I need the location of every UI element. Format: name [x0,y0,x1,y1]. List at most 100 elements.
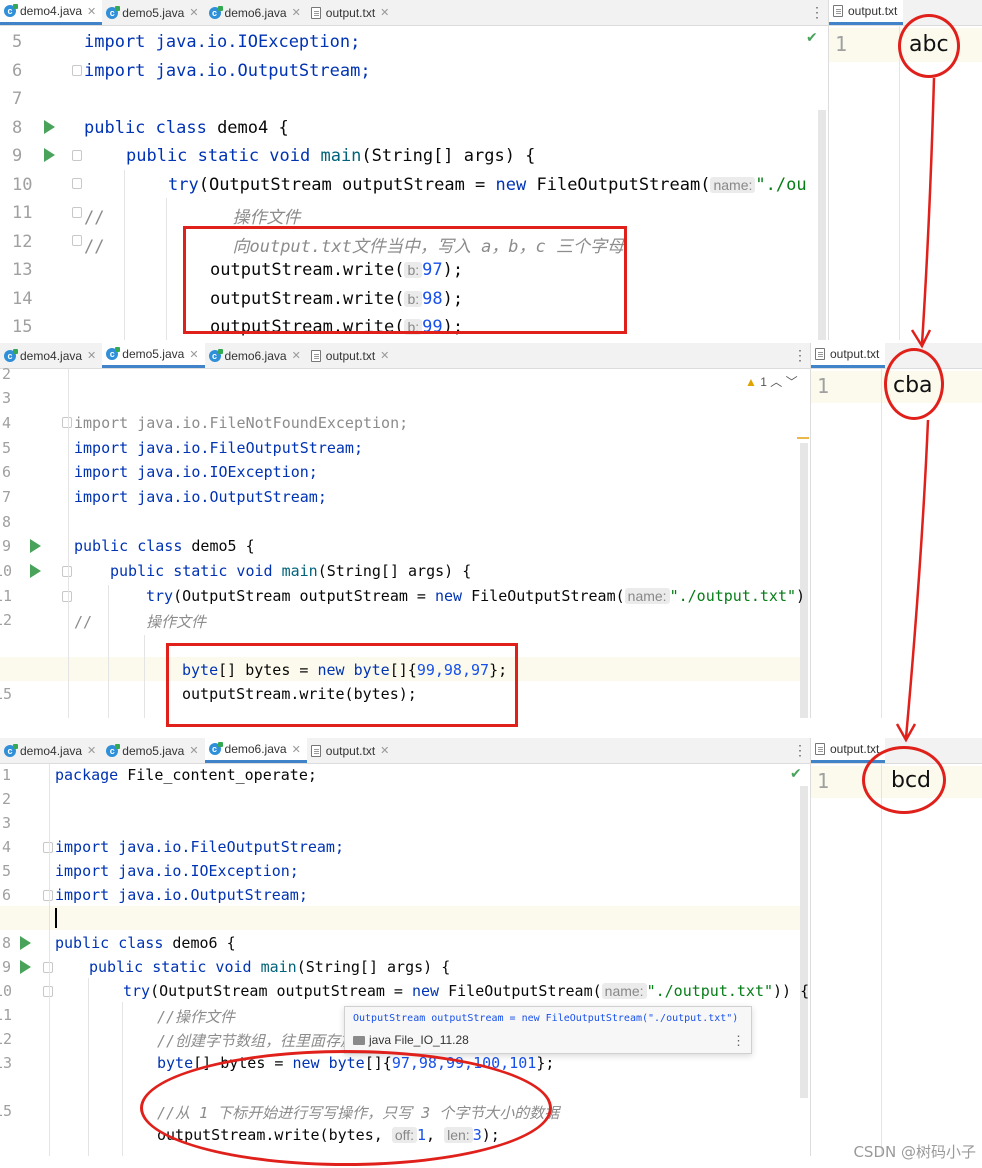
line-number: 2 [2,365,12,383]
line-number: 1 [817,769,830,793]
text-file-icon [815,743,825,755]
line-number: 8 [2,513,12,531]
folder-icon [353,1036,365,1046]
text-file-icon [815,348,825,360]
line-number: 3 [2,389,12,407]
close-icon[interactable]: ✕ [87,745,97,757]
line-number: 15 [12,317,33,337]
tab-output-txt[interactable]: output.txt✕ [307,0,396,25]
line-number: 10 [12,175,33,195]
code-line: public class demo4 { [84,118,289,138]
close-icon[interactable]: ✕ [189,7,199,19]
fold-icon[interactable] [72,207,82,218]
run-main-icon[interactable] [20,960,31,974]
fold-icon[interactable] [43,890,53,901]
code-line: import java.io.OutputStream; [74,488,327,506]
close-icon[interactable]: ✕ [380,745,390,757]
indent-guide [49,764,50,1156]
tab-output-txt[interactable]: output.txt✕ [307,738,396,763]
fold-icon[interactable] [62,417,72,428]
text-file-icon [310,349,321,362]
code-line: import java.io.IOException; [55,862,299,880]
run-class-icon[interactable] [20,936,31,950]
code-line: try(OutputStream outputStream = new File… [146,587,806,605]
line-number: 1 [2,766,12,784]
tab-output-txt[interactable]: output.txt [829,0,904,25]
code-line: package File_content_operate; [55,766,317,784]
fold-icon[interactable] [72,65,82,76]
java-class-icon: c [4,743,18,757]
indent-guide [122,1002,123,1156]
indent-guide [88,978,89,1156]
java-class-icon: c [106,5,121,19]
warning-marker [797,437,809,439]
fold-icon[interactable] [62,591,72,602]
no-problems-check-icon: ✔ [790,766,802,782]
run-main-icon[interactable] [44,148,55,162]
tab-output-txt[interactable]: output.txt [811,343,886,368]
fold-icon[interactable] [43,962,53,973]
more-tabs-icon[interactable]: ⋮ [810,4,824,20]
close-icon[interactable]: ✕ [291,7,301,19]
close-icon[interactable]: ✕ [291,743,301,756]
fold-icon[interactable] [43,986,53,997]
line-number: 6 [2,463,12,481]
annotation-circle-bcd [862,746,946,814]
indent-guide [166,198,167,340]
close-icon[interactable]: ✕ [291,350,301,362]
run-class-icon[interactable] [44,120,55,134]
line-number: 11 [0,1006,13,1024]
code-line: import java.io.IOException; [74,463,318,481]
code-line: byte[] bytes = new byte[]{99,98,97}; [182,661,508,679]
warning-indicator[interactable]: ▲ 1 ︿ ﹀ [745,375,798,389]
annotation-circle-cba [884,348,944,420]
fold-icon[interactable] [72,150,82,161]
text-cursor [55,908,57,928]
vertical-scrollbar[interactable] [818,110,826,340]
gutter-divider [899,26,900,340]
vertical-scrollbar[interactable] [800,786,808,1098]
fold-icon[interactable] [43,842,53,853]
fold-icon[interactable] [62,566,72,577]
more-tabs-icon[interactable]: ⋮ [793,742,807,758]
line-number: 7 [12,89,23,109]
close-icon[interactable]: ✕ [380,350,390,362]
code-line: import java.io.FileNotFoundException; [74,414,409,432]
close-icon[interactable]: ✕ [380,7,390,19]
more-tabs-icon[interactable]: ⋮ [793,347,807,363]
close-icon[interactable]: ✕ [189,348,199,361]
quick-doc-popup[interactable]: OutputStream outputStream = new FileOutp… [344,1006,752,1054]
java-class-icon: c [4,348,18,362]
line-number: 9 [12,146,23,166]
close-icon[interactable]: ✕ [189,745,199,757]
code-line: public static void main(String[] args) { [89,958,451,976]
run-class-icon[interactable] [30,539,41,553]
fold-icon[interactable] [72,178,82,189]
run-main-icon[interactable] [30,564,41,578]
line-number: 8 [12,118,23,138]
line-number: 2 [2,790,12,808]
popup-more-icon[interactable]: ⋮ [732,1033,745,1048]
code-line: //操作文件 [157,1008,236,1026]
close-icon[interactable]: ✕ [87,350,97,362]
code-line: import java.io.OutputStream; [55,886,308,904]
line-number: 6 [12,61,23,81]
gutter-divider [881,764,882,1156]
close-icon[interactable]: ✕ [87,5,97,18]
code-line: try(OutputStream outputStream = new File… [123,982,810,1000]
fold-icon[interactable] [72,235,82,246]
vertical-scrollbar[interactable] [800,443,808,718]
tab-output-txt[interactable]: output.txt✕ [307,343,396,368]
